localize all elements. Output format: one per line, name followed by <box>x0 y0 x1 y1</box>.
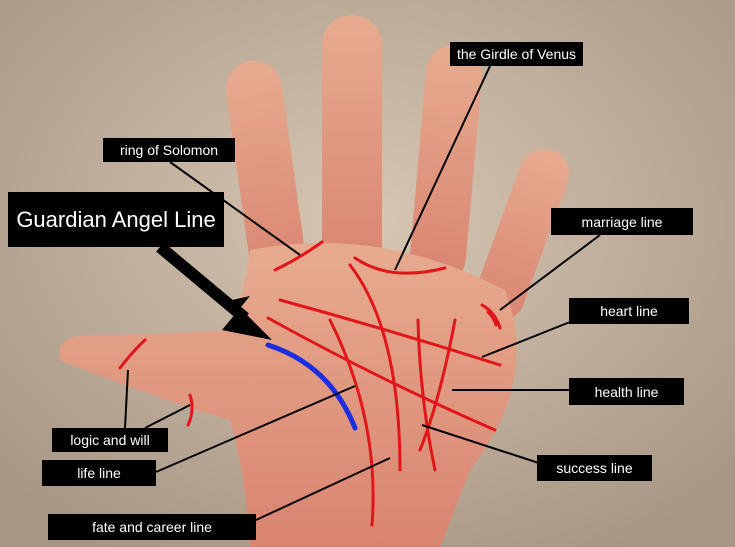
marriage-line-2 <box>486 310 498 327</box>
will-line <box>186 393 194 427</box>
label-heart-line: heart line <box>569 298 689 324</box>
success-line <box>416 318 437 472</box>
label-guardian-angel-line: Guardian Angel Line <box>8 192 224 247</box>
label-ring-of-solomon: ring of Solomon <box>103 138 235 162</box>
palm-lines <box>118 240 502 527</box>
fate-line <box>348 263 402 472</box>
label-success-line: success line <box>537 455 652 481</box>
life-line <box>328 318 375 527</box>
girdle-of-venus-line <box>353 256 447 275</box>
pointer-lines <box>124 65 601 521</box>
label-fate-and-career-line: fate and career line <box>48 514 256 540</box>
label-life-line: life line <box>42 460 156 486</box>
label-girdle-of-venus: the Girdle of Venus <box>450 42 583 66</box>
head-line <box>266 316 497 432</box>
marriage-line <box>480 303 502 330</box>
guardian-angel-line <box>265 342 358 431</box>
label-marriage-line: marriage line <box>551 208 693 235</box>
logic-line <box>118 338 147 370</box>
health-line <box>418 318 457 452</box>
heart-line <box>278 298 502 367</box>
label-health-line: health line <box>569 378 684 405</box>
hand <box>59 15 570 547</box>
guardian-arrow <box>156 242 272 340</box>
label-logic-and-will: logic and will <box>52 428 168 452</box>
ring-of-solomon-line <box>273 240 324 272</box>
